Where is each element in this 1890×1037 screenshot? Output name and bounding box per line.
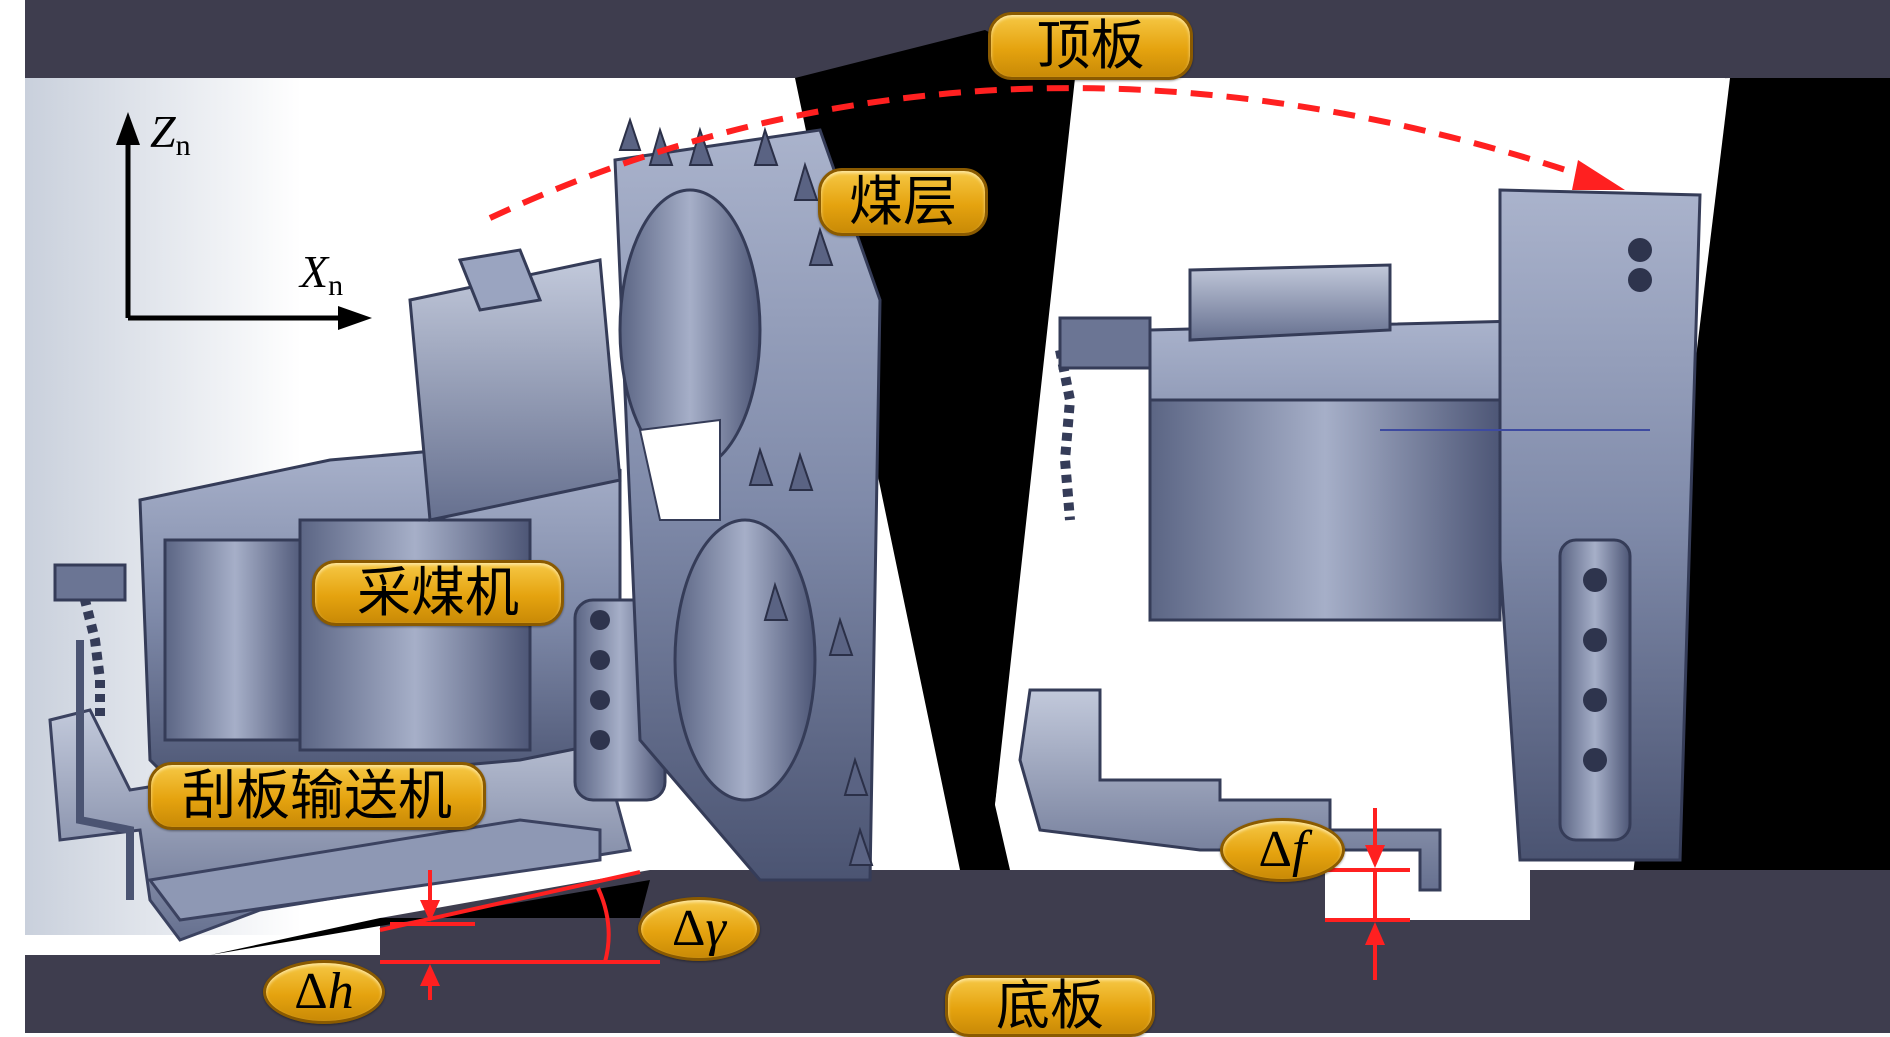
delta-h-var: h <box>327 963 354 1020</box>
z-axis-subscript: n <box>175 129 191 162</box>
roof-strata-right <box>985 0 1890 78</box>
dimension-arrows <box>379 808 1410 1000</box>
label-roof: 顶板 <box>988 12 1193 80</box>
delta-f-delta: Δ <box>1258 821 1292 878</box>
label-coal-seam-text: 煤层 <box>849 170 957 233</box>
label-shearer-text: 采煤机 <box>357 561 519 624</box>
delta-gamma-var: γ <box>705 900 726 957</box>
label-shearer: 采煤机 <box>312 560 564 626</box>
label-floor: 底板 <box>945 975 1155 1037</box>
label-conveyor-text: 刮板输送机 <box>182 764 452 827</box>
dashed-arc-arrow <box>488 85 1625 221</box>
z-axis-arrowhead <box>116 112 140 145</box>
z-axis-label: Zn <box>150 105 191 163</box>
x-axis-subscript: n <box>328 269 344 302</box>
x-axis-label: Xn <box>300 245 343 303</box>
delta-gamma-delta: Δ <box>672 900 706 957</box>
x-axis-arrowhead <box>338 306 372 330</box>
x-axis-letter: X <box>300 246 329 297</box>
coal-seam-left <box>795 30 1075 870</box>
delta-f-var: f <box>1292 821 1307 878</box>
z-axis-letter: Z <box>150 106 176 157</box>
delta-h-delta: Δ <box>294 963 328 1020</box>
label-conveyor: 刮板输送机 <box>148 762 486 830</box>
coordinate-axes <box>116 112 372 330</box>
label-roof-text: 顶板 <box>1036 14 1145 77</box>
label-floor-text: 底板 <box>996 974 1104 1037</box>
label-coal-seam: 煤层 <box>818 168 988 236</box>
